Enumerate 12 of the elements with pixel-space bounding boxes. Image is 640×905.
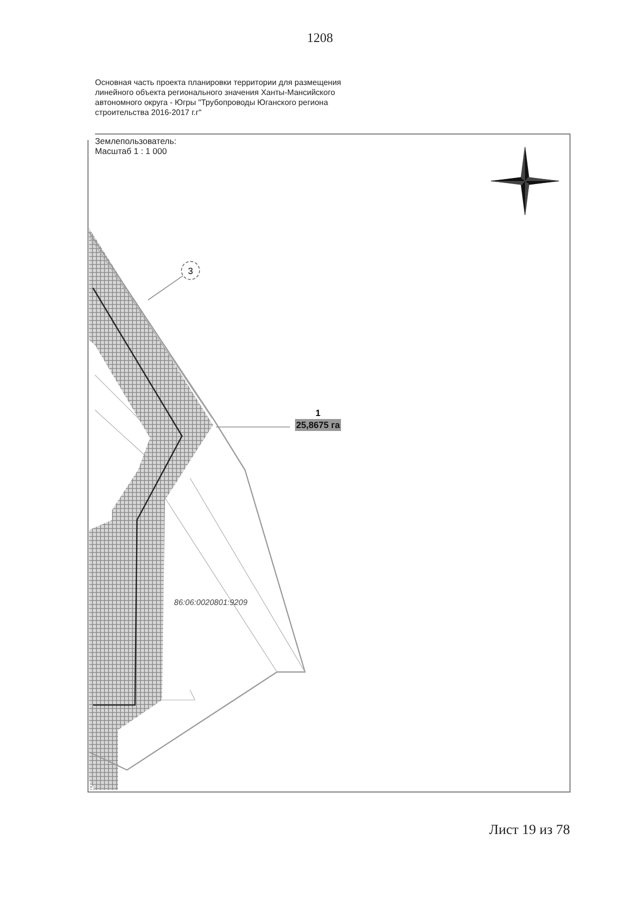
area-value: 25,8675 га [295, 419, 341, 431]
land-user-text: Землепользователь: [95, 136, 178, 146]
parcel-number: 1 [315, 407, 320, 419]
leader-line [148, 276, 184, 300]
cadastral-number: 86:06:0020801:9209 [174, 598, 248, 608]
page-number: 1208 [306, 30, 334, 46]
sheet-number: Лист 19 из 78 [488, 822, 570, 840]
callout-number: 3 [188, 266, 193, 276]
leader-line [216, 426, 290, 428]
scale-text: Масштаб 1 : 1 000 [95, 146, 168, 156]
callout-circle [181, 261, 200, 280]
title-text: Основная часть проекта планировки территории для размещения линейного объекта регионального значения Ханты-Мансийского автономного округа - Югры "Трубопроводы Юганского региона строительства 2016-2017 г.г" [95, 78, 342, 118]
